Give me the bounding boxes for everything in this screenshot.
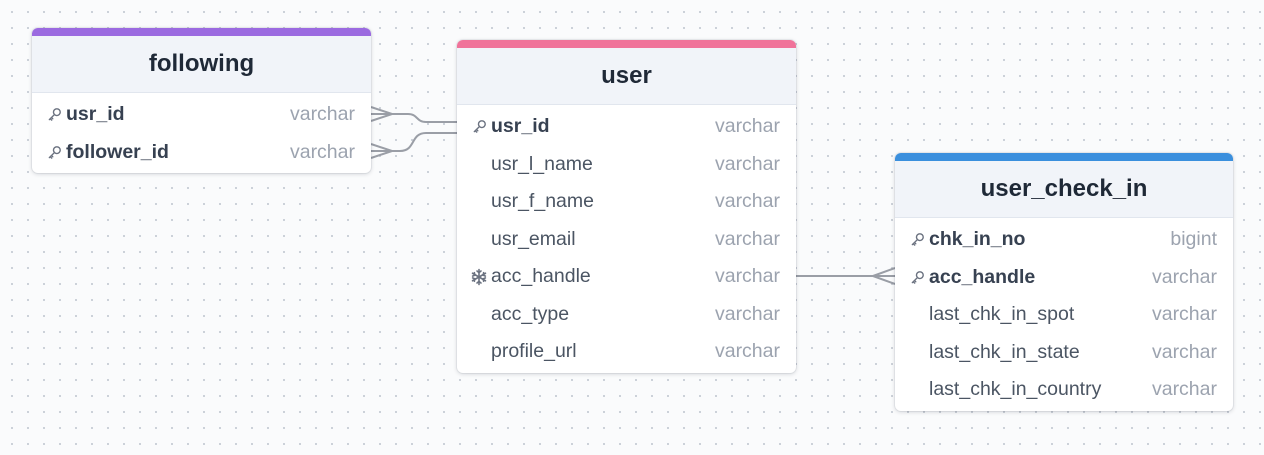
field-icon — [469, 183, 489, 221]
field-name: last_chk_in_spot — [929, 303, 1075, 325]
field-type: bigint — [1170, 228, 1217, 250]
field-row[interactable]: last_chk_in_country varchar — [895, 371, 1233, 409]
field-type: varchar — [714, 227, 780, 250]
field-list: chk_in_no bigint acc_handle varchar last… — [895, 218, 1233, 411]
field-row[interactable]: acc_handle varchar — [457, 258, 796, 296]
unique-snowflake-icon — [469, 258, 489, 296]
field-type: varchar — [1151, 265, 1217, 288]
field-name: acc_type — [491, 302, 570, 325]
table-accent-bar — [32, 28, 371, 36]
key-icon — [44, 134, 64, 172]
key-icon — [907, 221, 927, 259]
field-row[interactable]: usr_f_name varchar — [457, 183, 796, 221]
field-row[interactable]: usr_email varchar — [457, 221, 796, 259]
field-row[interactable]: usr_id varchar — [32, 96, 371, 134]
field-type: varchar — [1151, 340, 1217, 363]
field-name: acc_handle — [491, 265, 591, 287]
field-type: varchar — [714, 302, 780, 325]
field-list: usr_id varchar usr_l_name varchar usr_f_… — [457, 105, 796, 373]
field-type: varchar — [714, 190, 780, 212]
key-icon — [44, 96, 64, 134]
field-name: chk_in_no — [929, 228, 1026, 250]
field-name: last_chk_in_state — [929, 340, 1080, 363]
table-title[interactable]: following — [32, 36, 371, 93]
crows-foot-many-icon — [370, 106, 393, 122]
field-type: varchar — [714, 265, 780, 287]
field-name: usr_l_name — [491, 152, 593, 175]
field-row[interactable]: acc_type varchar — [457, 296, 796, 334]
field-name: usr_email — [491, 227, 576, 250]
field-icon — [907, 334, 927, 372]
field-type: varchar — [714, 115, 780, 137]
field-icon — [469, 221, 489, 259]
field-type: varchar — [289, 140, 355, 163]
field-type: varchar — [289, 103, 355, 125]
field-row[interactable]: last_chk_in_state varchar — [895, 334, 1233, 372]
field-row[interactable]: acc_handle varchar — [895, 259, 1233, 297]
relationship-line-following-usr-id[interactable] — [371, 113, 470, 123]
field-type: varchar — [1151, 378, 1217, 400]
field-name: profile_url — [491, 340, 577, 362]
field-icon — [907, 371, 927, 409]
table-following[interactable]: following usr_id varchar follower_id var… — [32, 28, 371, 173]
field-row[interactable]: last_chk_in_spot varchar — [895, 296, 1233, 334]
field-icon — [469, 146, 489, 184]
field-row[interactable]: chk_in_no bigint — [895, 221, 1233, 259]
table-accent-bar — [895, 153, 1233, 161]
field-name: usr_f_name — [491, 190, 594, 212]
field-name: usr_id — [66, 103, 125, 125]
crows-foot-many-icon — [370, 143, 393, 159]
table-title[interactable]: user — [457, 48, 796, 105]
table-user[interactable]: user usr_id varchar usr_l_name varchar u… — [457, 40, 796, 373]
field-icon — [907, 296, 927, 334]
key-icon — [469, 108, 489, 146]
field-name: acc_handle — [929, 265, 1036, 288]
field-row[interactable]: usr_id varchar — [457, 108, 796, 146]
field-icon — [469, 296, 489, 334]
field-type: varchar — [714, 340, 780, 362]
field-list: usr_id varchar follower_id varchar — [32, 93, 371, 173]
field-name: usr_id — [491, 115, 550, 137]
relationship-line-following-follower-id[interactable] — [371, 132, 457, 152]
table-title[interactable]: user_check_in — [895, 161, 1233, 218]
field-name: follower_id — [66, 140, 169, 163]
crows-foot-many-icon — [872, 267, 896, 285]
key-icon — [907, 259, 927, 297]
field-row[interactable]: profile_url varchar — [457, 333, 796, 371]
field-name: last_chk_in_country — [929, 378, 1102, 400]
field-type: varchar — [714, 152, 780, 175]
field-row[interactable]: follower_id varchar — [32, 134, 371, 172]
field-icon — [469, 333, 489, 371]
field-row[interactable]: usr_l_name varchar — [457, 146, 796, 184]
table-accent-bar — [457, 40, 796, 48]
field-type: varchar — [1151, 303, 1217, 325]
table-user-check-in[interactable]: user_check_in chk_in_no bigint acc_handl… — [895, 153, 1233, 411]
